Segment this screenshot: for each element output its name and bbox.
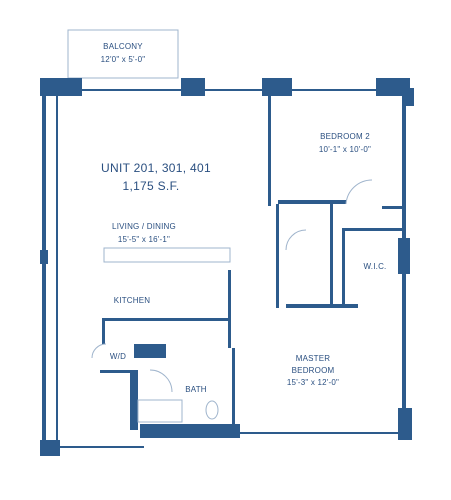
living-dining-name: LIVING / DINING xyxy=(112,222,176,231)
bath-name: BATH xyxy=(185,385,207,394)
balcony-dims: 12'0" x 5'-0" xyxy=(100,55,146,64)
kitchen-name: KITCHEN xyxy=(113,296,151,305)
wall-left xyxy=(42,96,46,454)
bedroom2-name: BEDROOM 2 xyxy=(320,132,370,141)
wall-closet-right xyxy=(330,204,333,308)
unit-title: UNIT 201, 301, 401 xyxy=(101,161,211,175)
wall-right-bottom xyxy=(398,408,412,440)
door-swing-bedroom2 xyxy=(345,179,373,205)
wall-left-bottom xyxy=(40,440,60,456)
balcony-outline xyxy=(67,29,179,79)
wall-top-far-right xyxy=(376,78,410,96)
wd-name: W/D xyxy=(109,352,127,361)
wall-bedroom2-bottom-right xyxy=(382,206,402,209)
kitchen-counter xyxy=(103,247,231,263)
wall-top-thin xyxy=(82,89,181,91)
wall-bottom xyxy=(140,424,240,438)
door-swing-closet xyxy=(285,229,307,251)
wall-kitchen-bottom xyxy=(102,318,230,321)
door-swing-bath xyxy=(149,369,173,393)
wall-bottom-thin xyxy=(240,432,398,434)
wall-bottom-corner xyxy=(130,370,138,430)
wall-kitchen-left xyxy=(102,318,105,344)
wall-wd-bottom xyxy=(100,370,134,373)
door-swing-wd xyxy=(91,343,107,359)
wall-bath-right xyxy=(232,348,235,430)
living-dining-dims: 15'-5" x 16'-1" xyxy=(117,235,171,244)
wall-closet-bottom xyxy=(286,304,358,308)
balcony-name: BALCONY xyxy=(103,42,143,51)
wall-bedroom2-bottom xyxy=(278,200,346,204)
wall-right-mark xyxy=(398,238,410,274)
wall-bath-top xyxy=(134,344,166,358)
unit-area: 1,175 S.F. xyxy=(122,179,180,193)
wall-closet-left xyxy=(276,204,279,308)
wall-top-left xyxy=(40,78,82,96)
wall-right-cap xyxy=(404,88,414,106)
wall-left-mark xyxy=(40,250,48,264)
wall-bottom-left xyxy=(60,446,144,448)
wall-top-right xyxy=(262,78,292,96)
wic-name: W.I.C. xyxy=(363,262,387,271)
bath-tub xyxy=(137,399,183,423)
wall-bedroom2-left xyxy=(268,96,271,206)
wall-wic-top xyxy=(342,228,402,231)
bedroom2-dims: 10'-1" x 10'-0" xyxy=(318,145,372,154)
wall-kitchen-right xyxy=(228,270,231,348)
master-name-2: BEDROOM xyxy=(291,366,335,375)
wall-top-thin-2 xyxy=(205,89,262,91)
master-name: MASTER xyxy=(295,354,331,363)
master-dims: 15'-3" x 12'-0" xyxy=(286,378,340,387)
wall-wic-left xyxy=(342,228,345,308)
toilet xyxy=(205,400,219,420)
wall-left-inner xyxy=(56,96,58,454)
wall-top-thin-3 xyxy=(292,89,376,91)
wall-top-mid xyxy=(181,78,205,96)
